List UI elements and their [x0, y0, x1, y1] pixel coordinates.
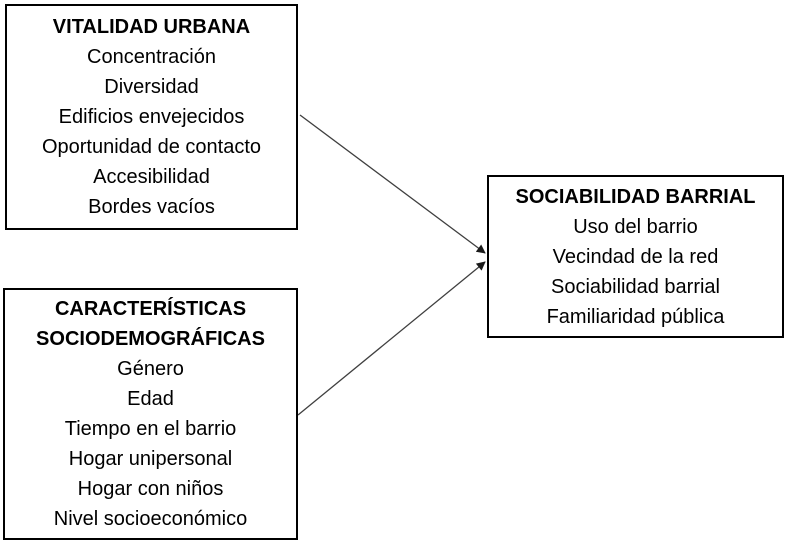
box-item-hogar-con-ninos: Hogar con niños	[77, 478, 224, 500]
box-item-edad: Edad	[127, 388, 174, 410]
box-item-tiempo-en-el-barrio: Tiempo en el barrio	[64, 418, 237, 440]
box-item-vecindad-de-la-red: Vecindad de la red	[552, 246, 719, 268]
box-item-oportunidad-de-contacto: Oportunidad de contacto	[41, 136, 262, 158]
box-item-familiaridad-publica: Familiaridad pública	[546, 306, 725, 328]
box-sociabilidad-barrial: SOCIABILIDAD BARRIAL Uso del barrio Veci…	[487, 175, 784, 338]
box-item-edificios-envejecidos: Edificios envejecidos	[58, 106, 245, 128]
box-sociabilidad-barrial-title: SOCIABILIDAD BARRIAL	[515, 186, 756, 208]
box-vitalidad-urbana-title: VITALIDAD URBANA	[52, 16, 251, 38]
box-caracteristicas-title: CARACTERÍSTICAS SOCIODEMOGRÁFICAS	[36, 298, 265, 350]
box-caracteristicas-sociodemograficas: CARACTERÍSTICAS SOCIODEMOGRÁFICAS Género…	[3, 288, 298, 540]
box-item-concentracion: Concentración	[87, 46, 216, 68]
arrow-caracteristicas-to-sociabilidad	[297, 261, 486, 416]
box-item-sociabilidad-barrial: Sociabilidad barrial	[551, 276, 720, 298]
box-vitalidad-urbana: VITALIDAD URBANA Concentración Diversida…	[5, 4, 298, 230]
box-item-genero: Género	[117, 358, 184, 380]
box-item-accesibilidad: Accesibilidad	[93, 166, 210, 188]
box-item-diversidad: Diversidad	[104, 76, 199, 98]
box-item-bordes-vacios: Bordes vacíos	[88, 196, 215, 218]
box-item-uso-del-barrio: Uso del barrio	[573, 216, 698, 238]
box-item-nivel-socioeconomico: Nivel socioeconómico	[53, 508, 248, 530]
box-item-hogar-unipersonal: Hogar unipersonal	[68, 448, 233, 470]
arrow-vitalidad-to-sociabilidad	[299, 114, 486, 254]
